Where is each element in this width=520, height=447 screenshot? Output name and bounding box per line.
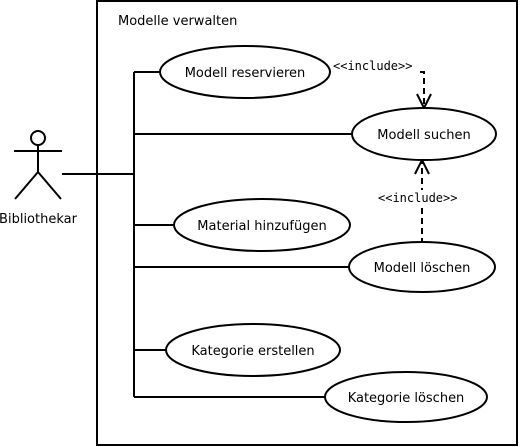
system-title: Modelle verwalten <box>118 14 237 29</box>
actor-stick-figure-icon <box>14 130 62 200</box>
use-case-material-hinzufuegen[interactable]: Material hinzufügen <box>173 198 351 252</box>
use-case-label: Modell suchen <box>377 128 470 143</box>
use-case-label: Modell reservieren <box>185 66 306 81</box>
use-case-kategorie-erstellen[interactable]: Kategorie erstellen <box>165 323 341 377</box>
use-case-label: Material hinzufügen <box>197 219 326 234</box>
association-lines <box>62 71 352 398</box>
include-label-top: <<include>> <box>333 59 412 73</box>
use-case-label: Kategorie erstellen <box>191 344 314 359</box>
include-label-bottom-bg <box>378 190 468 205</box>
include-label-top-bg <box>330 59 420 73</box>
use-case-modell-loeschen[interactable]: Modell löschen <box>348 241 496 293</box>
actor-label: Bibliothekar <box>0 212 78 227</box>
use-case-kategorie-loeschen[interactable]: Kategorie löschen <box>324 371 488 423</box>
include-label-bottom: <<include>> <box>378 191 457 205</box>
use-case-modell-reservieren[interactable]: Modell reservieren <box>159 45 331 99</box>
use-case-modell-suchen[interactable]: Modell suchen <box>351 107 497 161</box>
use-case-label: Modell löschen <box>374 261 471 276</box>
use-case-label: Kategorie löschen <box>348 391 465 406</box>
